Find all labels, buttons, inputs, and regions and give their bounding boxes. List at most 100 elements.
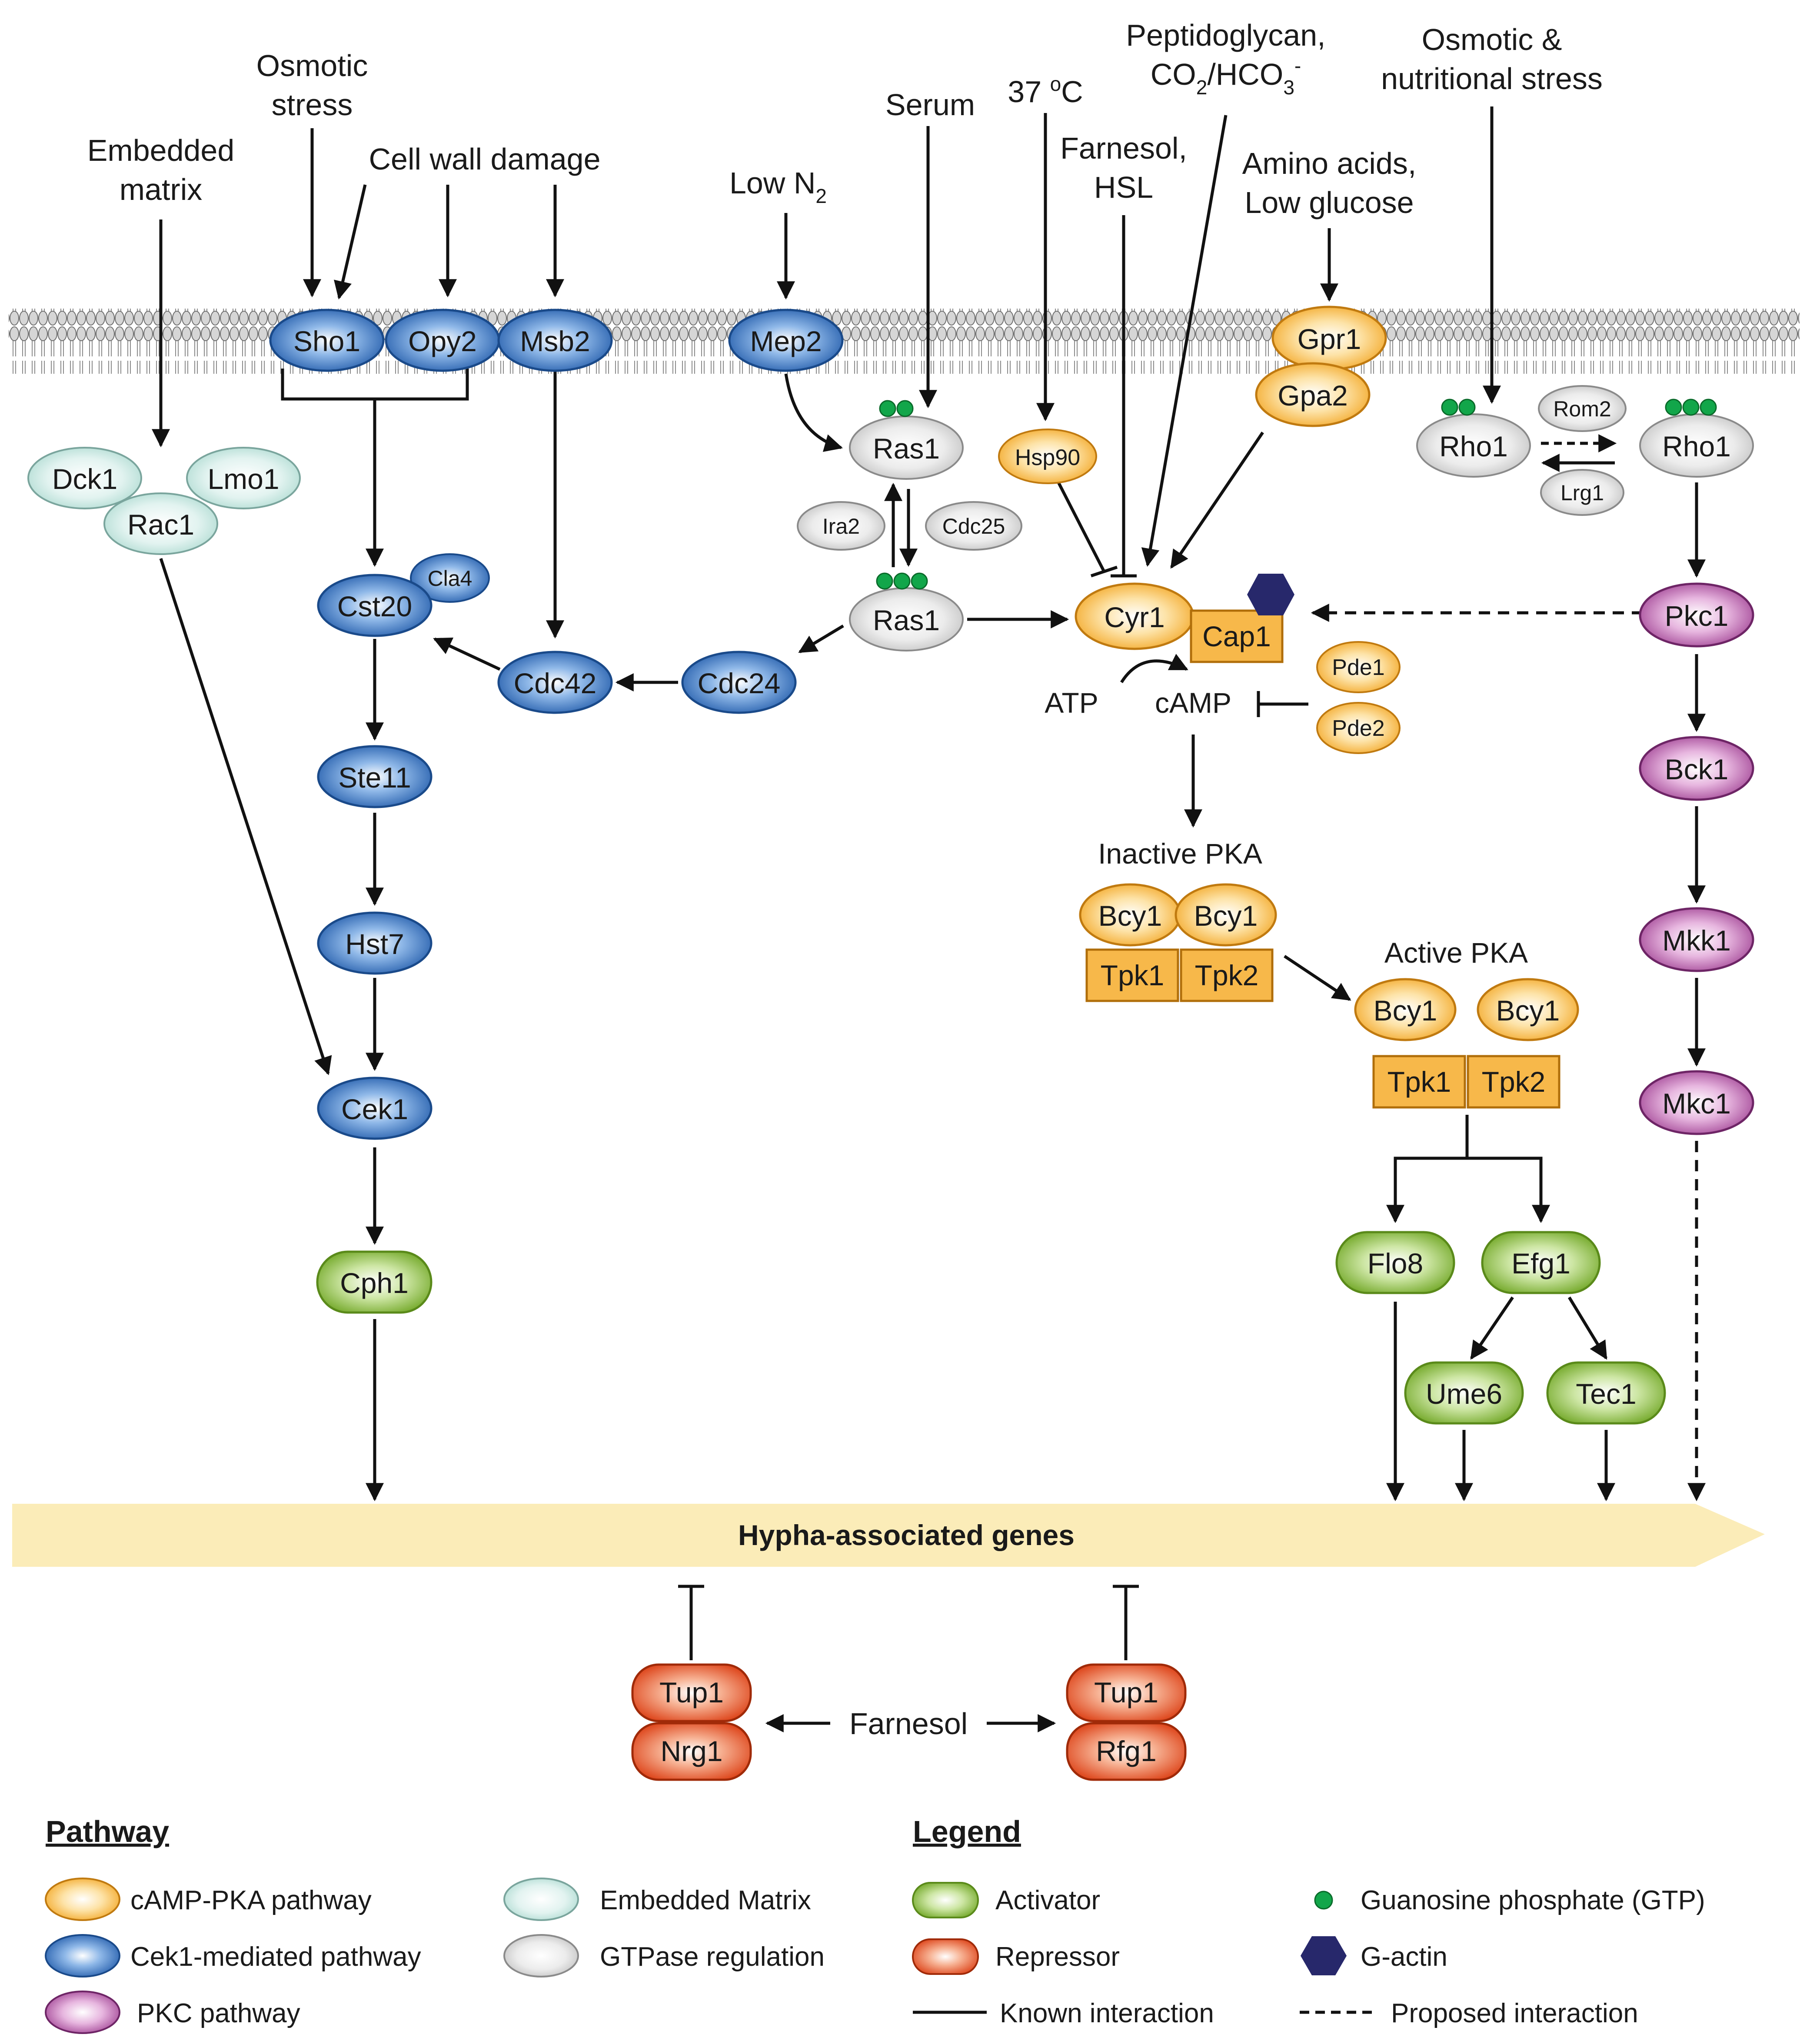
svg-text:Tpk1: Tpk1 — [1387, 1066, 1451, 1098]
protein-tec1: Tec1 — [1546, 1361, 1666, 1425]
svg-text:Embedded Matrix: Embedded Matrix — [600, 1885, 811, 1915]
svg-text:GTPase regulation: GTPase regulation — [600, 1942, 825, 1972]
protein-rho1-right: Rho1 — [1639, 413, 1754, 478]
legend-swatch-gtpase — [503, 1934, 579, 1978]
protein-ume6: Ume6 — [1404, 1361, 1524, 1425]
hypha-genes-label: Hypha-associated genes — [738, 1519, 1075, 1551]
svg-text:Cdc25: Cdc25 — [942, 514, 1005, 538]
protein-ste11: Ste11 — [317, 745, 433, 808]
svg-text:Ira2: Ira2 — [822, 514, 860, 538]
protein-bcy1-active-a: Bcy1 — [1354, 978, 1457, 1041]
protein-cla4: Cla4 — [410, 553, 490, 603]
protein-flo8: Flo8 — [1335, 1231, 1455, 1294]
protein-lmo1: Lmo1 — [186, 447, 301, 509]
gtp-marker-rho1-left — [1441, 399, 1476, 416]
svg-text:Tpk1: Tpk1 — [1101, 959, 1165, 991]
stimuli: Embedded matrix Osmotic stress Cell wall… — [87, 18, 1603, 219]
protein-lrg1: Lrg1 — [1540, 469, 1624, 516]
protein-pde2: Pde2 — [1316, 702, 1401, 754]
protein-cek1: Cek1 — [317, 1077, 433, 1140]
svg-text:Rac1: Rac1 — [127, 509, 194, 541]
protein-opy2: Opy2 — [385, 309, 500, 372]
protein-ira2: Ira2 — [797, 501, 885, 551]
svg-text:Proposed interaction: Proposed interaction — [1391, 1998, 1638, 2028]
protein-gpr1: Gpr1 — [1271, 306, 1387, 371]
svg-text:Cdc24: Cdc24 — [698, 667, 781, 699]
protein-cph1: Cph1 — [316, 1250, 433, 1314]
arrow-peptidoglycan-to-cyr1 — [1141, 115, 1228, 567]
arrow-gpa2-to-cyr1 — [1170, 432, 1264, 569]
svg-text:Pde1: Pde1 — [1332, 655, 1384, 680]
arrow-rac1-to-cek1 — [159, 558, 332, 1075]
stimulus-osmotic-nutritional: Osmotic & — [1422, 23, 1562, 57]
protein-bcy1-active-b: Bcy1 — [1477, 978, 1579, 1041]
svg-text:Nrg1: Nrg1 — [660, 1735, 722, 1767]
svg-text:Low glucose: Low glucose — [1244, 186, 1414, 219]
protein-tup1-right: Tup1 — [1066, 1663, 1187, 1722]
stimulus-cell-wall-damage: Cell wall damage — [369, 142, 600, 176]
protein-msb2: Msb2 — [497, 309, 613, 372]
protein-hst7: Hst7 — [317, 911, 433, 975]
svg-text:Bck1: Bck1 — [1665, 753, 1729, 785]
legend: Pathway Legend cAMP-PKA pathway Cek1-med… — [45, 1815, 1705, 2034]
protein-dck1: Dck1 — [27, 447, 142, 509]
protein-ras1-bottom: Ras1 — [849, 587, 964, 651]
svg-text:Cyr1: Cyr1 — [1104, 601, 1165, 633]
svg-text:Rfg1: Rfg1 — [1096, 1735, 1156, 1767]
svg-text:CO2/HCO3-: CO2/HCO3- — [1151, 54, 1301, 99]
protein-tpk2-active: Tpk2 — [1467, 1055, 1560, 1109]
inhibit-hsp90-to-cyr1 — [1057, 482, 1106, 572]
protein-rho1-left: Rho1 — [1416, 413, 1531, 478]
svg-text:Mkc1: Mkc1 — [1662, 1087, 1731, 1120]
protein-pde1: Pde1 — [1316, 641, 1401, 693]
protein-sho1: Sho1 — [269, 309, 385, 372]
svg-text:G-actin: G-actin — [1361, 1942, 1447, 1972]
svg-text:Msb2: Msb2 — [520, 325, 590, 357]
svg-text:Tup1: Tup1 — [1094, 1676, 1158, 1708]
arrow-mep2-to-ras1 — [784, 373, 843, 452]
legend-legend-title: Legend — [913, 1815, 1021, 1848]
protein-tpk2-inactive: Tpk2 — [1180, 948, 1274, 1002]
svg-text:Bcy1: Bcy1 — [1496, 994, 1560, 1027]
protein-cap1: Cap1 — [1190, 609, 1284, 663]
arrow-efg1-to-tec1 — [1568, 1296, 1607, 1360]
svg-text:Tec1: Tec1 — [1576, 1378, 1636, 1410]
svg-text:Tup1: Tup1 — [659, 1676, 724, 1708]
protein-tup1-left: Tup1 — [631, 1663, 752, 1722]
svg-text:Pkc1: Pkc1 — [1665, 600, 1729, 632]
svg-text:Bcy1: Bcy1 — [1194, 900, 1258, 932]
svg-text:Cek1-mediated pathway: Cek1-mediated pathway — [130, 1942, 421, 1972]
hypha-genes-band — [12, 1504, 1765, 1567]
svg-text:Known interaction: Known interaction — [1000, 1998, 1214, 2028]
arrow-ras1-to-cdc24 — [798, 624, 844, 654]
label-active-pka: Active PKA — [1384, 937, 1528, 969]
protein-efg1: Efg1 — [1481, 1231, 1601, 1294]
protein-mep2: Mep2 — [728, 309, 844, 372]
stimulus-serum: Serum — [885, 88, 975, 122]
svg-text:PKC pathway: PKC pathway — [137, 1998, 300, 2028]
svg-text:Opy2: Opy2 — [408, 325, 477, 357]
svg-text:Mkk1: Mkk1 — [1662, 924, 1731, 957]
svg-text:Guanosine phosphate (GTP): Guanosine phosphate (GTP) — [1361, 1885, 1705, 1915]
protein-bck1: Bck1 — [1639, 736, 1754, 801]
protein-bcy1-inactive-b: Bcy1 — [1175, 883, 1277, 947]
svg-text:Sho1: Sho1 — [293, 325, 360, 357]
protein-cyr1: Cyr1 — [1075, 582, 1194, 650]
stimulus-peptidoglycan: Peptidoglycan, — [1126, 18, 1325, 52]
svg-text:matrix: matrix — [120, 173, 203, 206]
connectors — [152, 106, 1706, 1732]
legend-swatch-embedded — [503, 1878, 579, 1921]
svg-text:Gpa2: Gpa2 — [1278, 379, 1348, 412]
legend-swatch-repressor — [912, 1938, 979, 1975]
svg-text:Efg1: Efg1 — [1511, 1247, 1570, 1280]
arrow-atp-to-camp — [1120, 654, 1188, 683]
svg-text:Cla4: Cla4 — [428, 566, 472, 591]
protein-tpk1-active: Tpk1 — [1372, 1055, 1466, 1109]
svg-text:Cek1: Cek1 — [341, 1093, 408, 1125]
gtp-marker-ras1-bottom — [876, 572, 928, 590]
protein-cdc24: Cdc24 — [681, 651, 797, 714]
svg-text:Lmo1: Lmo1 — [207, 463, 279, 495]
svg-text:Flo8: Flo8 — [1367, 1247, 1423, 1280]
g-actin-marker — [1247, 574, 1294, 615]
